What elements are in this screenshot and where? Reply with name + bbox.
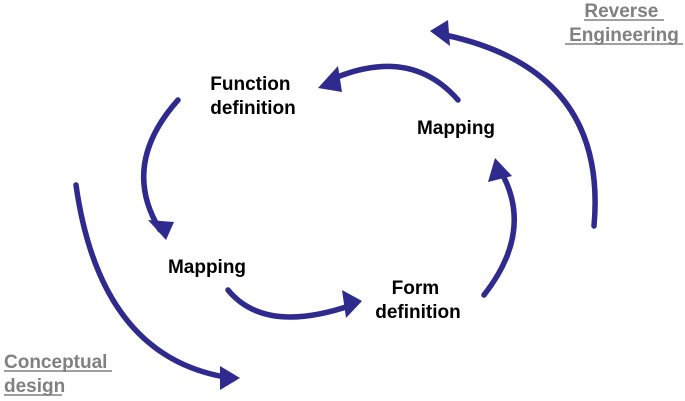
mapping-left-label: Mapping [168, 257, 246, 278]
mapping-top-label: Mapping [417, 118, 495, 139]
arrow-conceptual-design [73, 182, 240, 390]
reverse-engineering-label: Reverse Engineering [569, 1, 679, 46]
arrow-form-definition-to-mapping [481, 158, 517, 298]
form-definition-label: Form definition [375, 278, 460, 323]
conceptual-design-underline [4, 370, 112, 396]
conceptual-design-line-1: Conceptual [4, 352, 107, 373]
function-definition-label: Function definition [210, 74, 295, 119]
reverse-engineering-line-1: Reverse [584, 1, 658, 22]
reverse-engineering-line-2: Engineering [569, 25, 679, 46]
arrow-reverse-engineering [430, 20, 598, 229]
conceptual-design-label: Conceptual design [4, 352, 113, 397]
form-definition-line-1: Form [392, 278, 440, 299]
arrow-mapping-to-form-definition [225, 287, 362, 320]
function-definition-line-2: definition [210, 98, 295, 119]
arrow-function-definition-to-mapping [140, 97, 181, 240]
function-definition-line-1: Function [210, 74, 290, 95]
conceptual-design-line-2: design [4, 376, 65, 397]
form-definition-line-2: definition [375, 302, 460, 323]
reverse-engineering-underline [565, 19, 683, 45]
arrow-mapping-to-function-definition [318, 63, 461, 103]
